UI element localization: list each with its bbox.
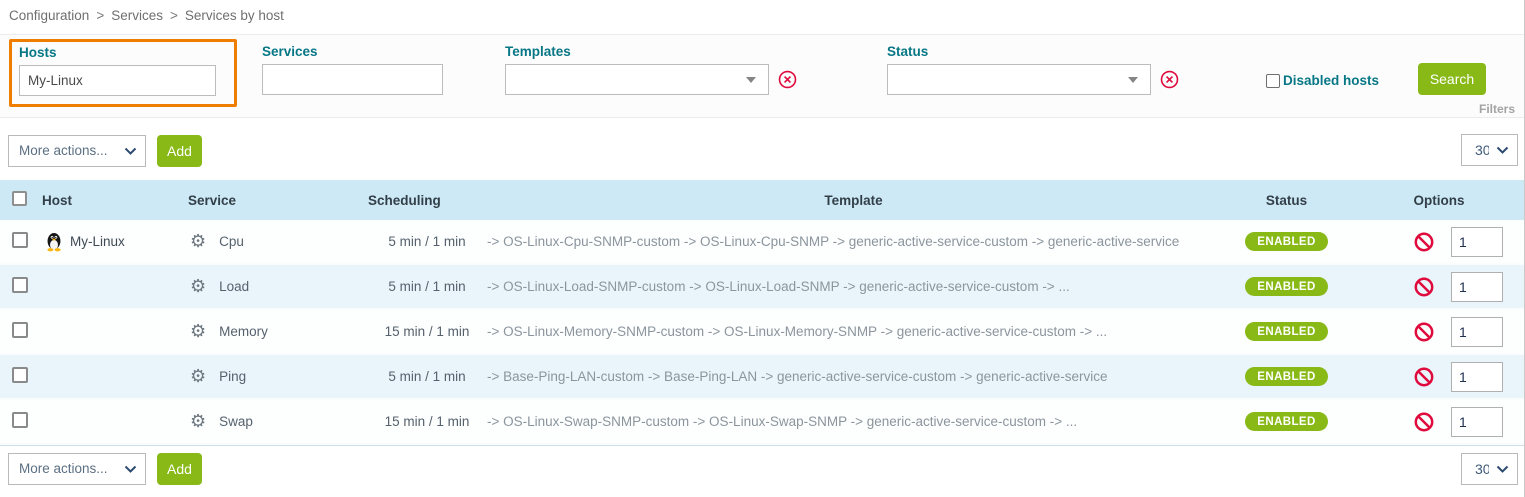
toolbar-top: More actions... Add 30 (0, 134, 1524, 167)
status-filter-select[interactable] (887, 64, 1151, 95)
scheduling-value: 5 min / 1 min (388, 369, 466, 384)
templates-filter-label: Templates (505, 44, 571, 59)
status-filter-label: Status (887, 44, 929, 59)
header-options: Options (1413, 192, 1465, 208)
services-table: Host Service Scheduling Template Status … (0, 180, 1524, 445)
header-scheduling[interactable]: Scheduling (368, 192, 441, 208)
service-name-link[interactable]: Ping (219, 369, 247, 384)
header-host[interactable]: Host (42, 192, 72, 208)
linux-tux-icon (45, 231, 63, 252)
row-checkbox[interactable] (12, 232, 28, 248)
duplicate-count-input[interactable] (1451, 406, 1503, 437)
breadcrumb: Configuration > Services > Services by host (0, 0, 1524, 28)
service-name-link[interactable]: Load (219, 279, 250, 294)
select-all-checkbox[interactable] (12, 191, 27, 206)
table-row: ⚙ Memory 15 min / 1 min -> OS-Linux-Memo… (0, 310, 1524, 355)
template-chain: -> OS-Linux-Swap-SNMP-custom -> OS-Linux… (487, 414, 1078, 429)
service-name-link[interactable]: Swap (219, 414, 253, 429)
table-row: ⚙ Swap 15 min / 1 min -> OS-Linux-Swap-S… (0, 400, 1524, 445)
add-service-button-bottom[interactable]: Add (157, 452, 202, 485)
status-badge: ENABLED (1245, 411, 1328, 432)
row-checkbox[interactable] (12, 412, 28, 428)
hosts-filter-label: Hosts (19, 45, 57, 60)
toolbar-bottom: More actions... Add 30 (0, 445, 1524, 491)
duplicate-count-input[interactable] (1451, 271, 1503, 302)
scheduling-value: 5 min / 1 min (388, 279, 466, 294)
chevron-down-icon (1128, 77, 1138, 83)
search-button[interactable]: Search (1418, 63, 1486, 95)
row-checkbox[interactable] (12, 277, 28, 293)
duplicate-count-input[interactable] (1451, 361, 1503, 392)
disable-icon[interactable] (1414, 277, 1434, 297)
disabled-hosts-toggle[interactable]: Disabled hosts (1266, 73, 1379, 88)
scheduling-value: 15 min / 1 min (384, 324, 470, 339)
duplicate-count-input[interactable] (1451, 316, 1503, 347)
breadcrumb-services[interactable]: Services (111, 8, 163, 23)
templates-filter-group: Templates (505, 44, 797, 95)
service-name-link[interactable]: Cpu (219, 234, 244, 249)
add-service-button-top[interactable]: Add (157, 134, 202, 167)
template-chain: -> OS-Linux-Memory-SNMP-custom -> OS-Lin… (487, 324, 1108, 339)
header-template[interactable]: Template (824, 192, 883, 208)
disabled-hosts-label: Disabled hosts (1283, 73, 1380, 88)
table-row: ⚙ Load 5 min / 1 min -> OS-Linux-Load-SN… (0, 265, 1524, 310)
page-size-select-bottom[interactable]: 30 (1461, 452, 1518, 485)
table-row: ⚙ Ping 5 min / 1 min -> Base-Ping-LAN-cu… (0, 355, 1524, 400)
scheduling-value: 15 min / 1 min (384, 414, 470, 429)
page-size-select-top[interactable]: 30 (1461, 134, 1518, 166)
disable-icon[interactable] (1414, 367, 1434, 387)
service-name-link[interactable]: Memory (219, 324, 268, 339)
templates-clear-icon[interactable] (778, 70, 797, 89)
template-chain: -> OS-Linux-Load-SNMP-custom -> OS-Linux… (487, 279, 1070, 294)
header-status[interactable]: Status (1265, 192, 1308, 208)
more-actions-select-top[interactable]: More actions... (8, 134, 146, 167)
gear-icon[interactable]: ⚙ (190, 230, 207, 252)
breadcrumb-separator: > (96, 8, 105, 23)
template-chain: -> Base-Ping-LAN-custom -> Base-Ping-LAN… (487, 369, 1108, 384)
table-header-row: Host Service Scheduling Template Status … (0, 180, 1524, 220)
table-row: My-Linux ⚙ Cpu 5 min / 1 min -> OS-Linux… (0, 220, 1524, 265)
header-service[interactable]: Service (188, 192, 237, 208)
gear-icon[interactable]: ⚙ (190, 275, 207, 297)
chevron-down-icon (746, 77, 756, 83)
table-body: My-Linux ⚙ Cpu 5 min / 1 min -> OS-Linux… (0, 220, 1524, 445)
host-name-link[interactable]: My-Linux (70, 234, 125, 249)
services-filter-label: Services (262, 44, 318, 59)
gear-icon[interactable]: ⚙ (190, 410, 207, 432)
status-clear-icon[interactable] (1160, 70, 1179, 89)
hosts-filter-input[interactable] (19, 65, 216, 96)
breadcrumb-configuration[interactable]: Configuration (9, 8, 90, 23)
services-filter-group: Services (262, 44, 443, 95)
scheduling-value: 5 min / 1 min (388, 234, 466, 249)
disable-icon[interactable] (1414, 322, 1434, 342)
disable-icon[interactable] (1414, 412, 1434, 432)
status-badge: ENABLED (1245, 231, 1328, 252)
gear-icon[interactable]: ⚙ (190, 365, 207, 387)
filters-caption: Filters (1478, 102, 1515, 116)
gear-icon[interactable]: ⚙ (190, 320, 207, 342)
template-chain: -> OS-Linux-Cpu-SNMP-custom -> OS-Linux-… (487, 234, 1180, 249)
more-actions-select-bottom[interactable]: More actions... (8, 452, 146, 485)
row-checkbox[interactable] (12, 367, 28, 383)
services-filter-input[interactable] (262, 64, 443, 95)
breadcrumb-services-by-host[interactable]: Services by host (184, 8, 284, 23)
row-checkbox[interactable] (12, 322, 28, 338)
disable-icon[interactable] (1414, 232, 1434, 252)
duplicate-count-input[interactable] (1451, 226, 1503, 257)
filter-panel: Hosts Services Templates Status (0, 34, 1524, 118)
hosts-filter-highlight: Hosts (9, 39, 237, 107)
status-badge: ENABLED (1245, 276, 1328, 297)
status-badge: ENABLED (1245, 366, 1328, 387)
status-badge: ENABLED (1245, 321, 1328, 342)
templates-filter-select[interactable] (505, 64, 769, 95)
breadcrumb-separator: > (169, 8, 178, 23)
status-filter-group: Status (887, 44, 1179, 95)
disabled-hosts-checkbox[interactable] (1266, 73, 1280, 88)
